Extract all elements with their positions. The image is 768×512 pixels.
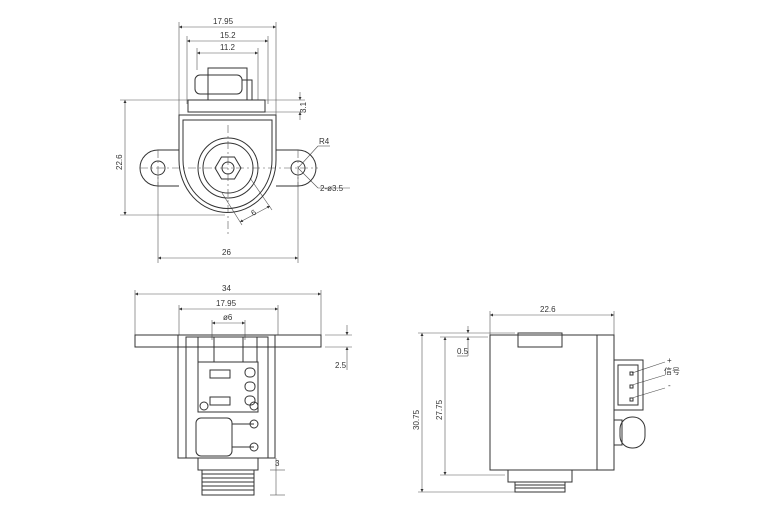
front-dim-34: 34 xyxy=(222,284,231,293)
side-dim-30-75: 30.75 xyxy=(412,409,421,430)
pin-label-plus: + xyxy=(667,356,672,365)
top-dim-r4: R4 xyxy=(319,137,330,146)
front-dim-3: 3 xyxy=(275,459,280,468)
side-dim-0-5: 0.5 xyxy=(457,347,469,356)
top-dim-3-1: 3.1 xyxy=(299,101,308,113)
side-dim-22-6: 22.6 xyxy=(540,305,556,314)
front-dim-2-5: 2.5 xyxy=(335,361,347,370)
top-view: 17.95 15.2 11.2 3.1 22.6 R4 2-ø3.5 6 26 xyxy=(115,17,350,263)
top-dim-26: 26 xyxy=(222,248,231,257)
top-dim-15-2: 15.2 xyxy=(220,31,236,40)
top-dim-holes: 2-ø3.5 xyxy=(320,184,344,193)
top-dim-22-6: 22.6 xyxy=(115,154,124,170)
front-dim-shaft-dia: ø6 xyxy=(223,313,233,322)
top-dim-11-2: 11.2 xyxy=(220,43,236,52)
front-dim-17-95: 17.95 xyxy=(216,299,237,308)
front-view: 34 17.95 ø6 2.5 3 xyxy=(134,284,352,496)
top-dim-6: 6 xyxy=(250,207,259,217)
side-dim-27-75: 27.75 xyxy=(435,399,444,420)
top-dim-17-95: 17.95 xyxy=(213,17,234,26)
pin-label-minus: - xyxy=(668,381,671,390)
pin-label-signal: 信号 xyxy=(664,366,680,376)
side-view: 22.6 0.5 27.75 30.75 + 信号 - xyxy=(412,305,680,493)
